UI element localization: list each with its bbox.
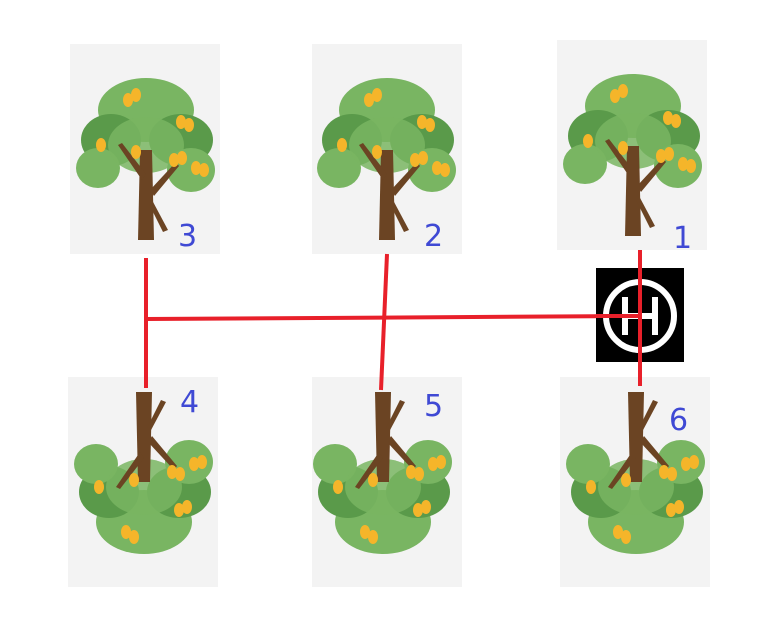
tree-3 [70, 44, 220, 254]
trees [68, 40, 710, 587]
tree-label-3: 3 [178, 219, 197, 254]
tree-2 [312, 44, 462, 254]
tree-label-6: 6 [669, 403, 688, 438]
tree-1 [557, 40, 707, 250]
tree-6 [560, 377, 710, 587]
tree-label-4: 4 [180, 385, 199, 420]
tree-label-1: 1 [673, 221, 692, 256]
tree-4 [68, 377, 218, 587]
connection-4-1 [145, 314, 641, 321]
connection-lines [144, 250, 642, 391]
tree-label-5: 5 [424, 389, 443, 424]
tree-label-2: 2 [424, 219, 443, 254]
tree-5 [312, 377, 462, 587]
connection-2-5 [379, 253, 389, 391]
tree-labels: 3 2 1 4 5 6 [178, 219, 692, 438]
circled-h-icon [596, 268, 684, 362]
